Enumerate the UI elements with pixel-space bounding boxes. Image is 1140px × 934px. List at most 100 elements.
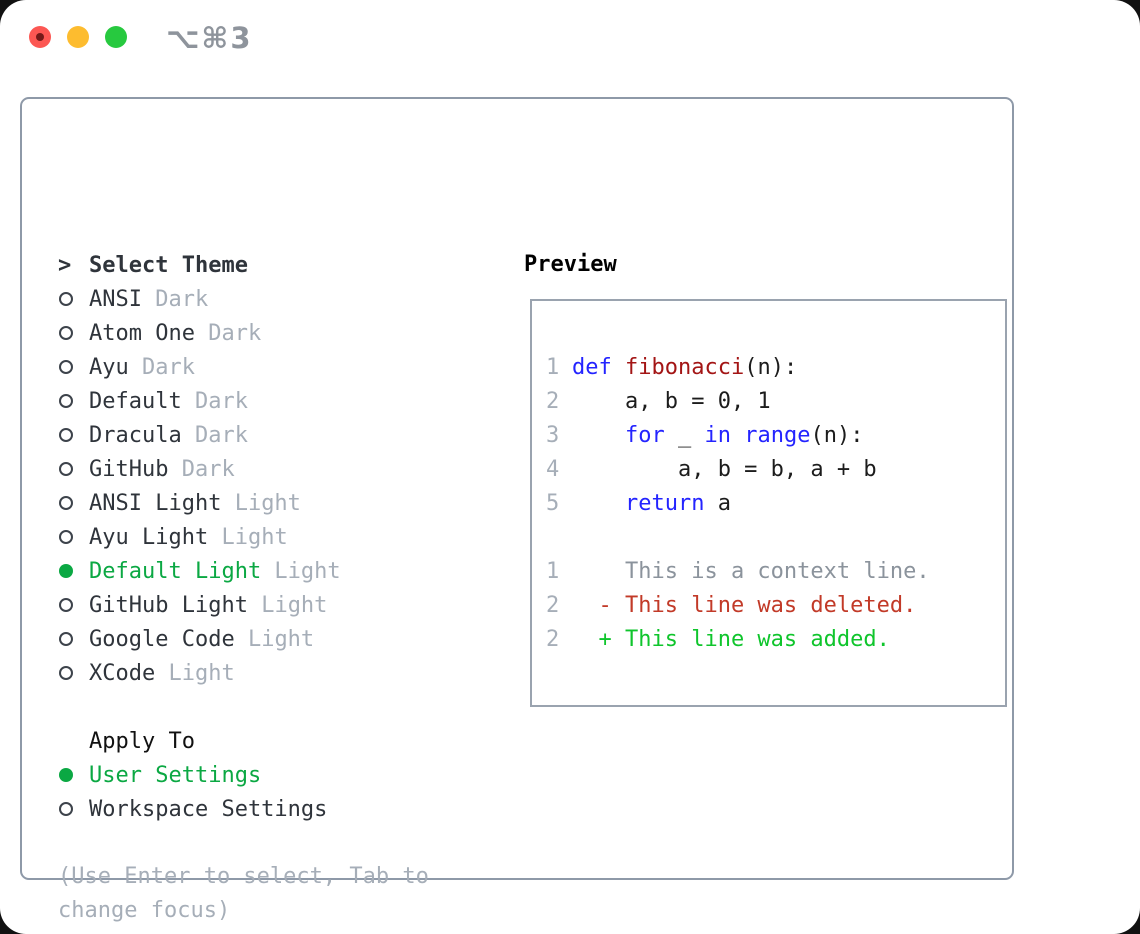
diff-line-deleted: 2 - This line was deleted.	[546, 588, 1005, 622]
theme-list: ANSI Dark Atom One Dark Ayu Dark Default…	[58, 282, 498, 690]
preview-title: Preview	[524, 252, 617, 277]
option-label: Default Light	[89, 558, 262, 584]
radio-icon	[59, 802, 73, 816]
theme-picker-panel: > Select Theme ANSI Dark Atom One Dark A…	[20, 97, 1014, 923]
theme-option-ayu[interactable]: Ayu Dark	[58, 350, 498, 384]
code-line: 5 return a	[546, 486, 1005, 520]
radio-icon	[59, 768, 73, 782]
option-label: Ayu Light	[89, 524, 209, 550]
zoom-button[interactable]	[105, 26, 127, 48]
option-variant-tag: Light	[155, 660, 235, 686]
radio-icon	[59, 326, 73, 340]
apply-to-title: Apply To	[89, 728, 195, 754]
theme-option-ansi-light[interactable]: ANSI Light Light	[58, 486, 498, 520]
apply-to-header: Apply To	[58, 724, 498, 758]
option-variant-tag: Dark	[181, 388, 248, 414]
option-label: ANSI	[89, 286, 142, 312]
option-variant-tag: Dark	[194, 320, 262, 346]
theme-option-google-code[interactable]: Google Code Light	[58, 622, 498, 656]
code-line: 4 a, b = b, a + b	[546, 452, 1005, 486]
apply-option-workspace-settings[interactable]: Workspace Settings	[58, 792, 498, 826]
radio-icon	[59, 632, 73, 646]
code-text: a, b = 0, 1	[572, 388, 771, 414]
radio-icon	[59, 292, 73, 306]
titlebar: ⌥⌘3	[0, 0, 1140, 75]
theme-option-github-light[interactable]: GitHub Light Light	[58, 588, 498, 622]
code-preview: 1 def fibonacci(n): 2 a, b = 0, 1 3 for …	[546, 350, 1005, 520]
cursor-icon: >	[58, 252, 72, 278]
apply-option-user-settings[interactable]: User Settings	[58, 758, 498, 792]
option-variant-tag: Light	[208, 524, 288, 550]
line-number: 2	[546, 626, 560, 652]
diff-line-context: 1 This is a context line.	[546, 554, 1005, 588]
radio-icon	[59, 564, 73, 578]
option-variant-tag: Dark	[181, 422, 248, 448]
option-label: GitHub	[89, 456, 169, 482]
theme-list-column: > Select Theme ANSI Dark Atom One Dark A…	[58, 248, 498, 928]
code-text: a, b = b, a + b	[572, 456, 877, 482]
option-label: Default	[89, 388, 182, 414]
code-line: 1 def fibonacci(n):	[546, 350, 1005, 384]
option-variant-tag: Dark	[128, 354, 195, 380]
theme-option-default-light[interactable]: Default Light Light	[58, 554, 498, 588]
keyboard-shortcut-label: ⌥⌘3	[166, 21, 253, 55]
radio-icon	[59, 462, 73, 476]
option-label: ANSI Light	[89, 490, 222, 516]
theme-option-ansi[interactable]: ANSI Dark	[58, 282, 498, 316]
option-label: Dracula	[89, 422, 182, 448]
diff-line-added: 2 + This line was added.	[546, 622, 1005, 656]
option-label: Workspace Settings	[89, 796, 328, 822]
code-text: for _ in range(n):	[624, 422, 864, 448]
line-number: 3	[546, 422, 560, 448]
theme-option-ayu-light[interactable]: Ayu Light Light	[58, 520, 498, 554]
option-variant-tag: Light	[234, 626, 315, 652]
radio-icon	[59, 666, 73, 680]
radio-icon	[59, 428, 73, 442]
line-number: 2	[546, 592, 560, 618]
option-label: Google Code	[89, 626, 235, 652]
radio-icon	[59, 496, 73, 510]
code-line: 2 a, b = 0, 1	[546, 384, 1005, 418]
diff-text: + This line was added.	[572, 626, 890, 652]
diff-text: This is a context line.	[572, 558, 930, 584]
minimize-button[interactable]	[67, 26, 89, 48]
radio-icon	[59, 598, 73, 612]
line-number: 1	[546, 558, 560, 584]
line-number: 1	[546, 354, 560, 380]
spacer	[58, 826, 498, 860]
option-variant-tag: Light	[261, 558, 341, 584]
option-variant-tag: Dark	[141, 286, 209, 312]
radio-icon	[59, 394, 73, 408]
option-variant-tag: Dark	[168, 456, 235, 482]
option-variant-tag: Light	[247, 592, 328, 618]
theme-option-default[interactable]: Default Dark	[58, 384, 498, 418]
diff-text: - This line was deleted.	[572, 592, 917, 618]
diff-preview: 1 This is a context line. 2 - This line …	[546, 554, 1005, 656]
select-theme-title: Select Theme	[89, 252, 248, 278]
apply-to-list: User Settings Workspace Settings	[58, 758, 498, 826]
theme-option-atom-one[interactable]: Atom One Dark	[58, 316, 498, 350]
code-text: def fibonacci(n):	[572, 354, 798, 380]
line-number: 5	[546, 490, 560, 516]
spacer	[546, 520, 1005, 554]
theme-option-xcode[interactable]: XCode Light	[58, 656, 498, 690]
option-label: Atom One	[89, 320, 195, 346]
code-line: 3 for _ in range(n):	[546, 418, 1005, 452]
select-theme-header: > Select Theme	[58, 248, 498, 282]
option-label: Ayu	[89, 354, 129, 380]
theme-option-dracula[interactable]: Dracula Dark	[58, 418, 498, 452]
radio-icon	[59, 530, 73, 544]
option-label: XCode	[89, 660, 156, 686]
radio-icon	[59, 360, 73, 374]
spacer	[58, 690, 498, 724]
close-button[interactable]	[29, 26, 51, 48]
line-number: 4	[546, 456, 560, 482]
option-variant-tag: Light	[221, 490, 301, 516]
theme-option-github[interactable]: GitHub Dark	[58, 452, 498, 486]
option-label: GitHub Light	[89, 592, 248, 618]
preview-box: 1 def fibonacci(n): 2 a, b = 0, 1 3 for …	[530, 299, 1007, 707]
code-text: return a	[624, 490, 731, 516]
line-number: 2	[546, 388, 560, 414]
hint-text: (Use Enter to select, Tab to change focu…	[58, 864, 429, 923]
